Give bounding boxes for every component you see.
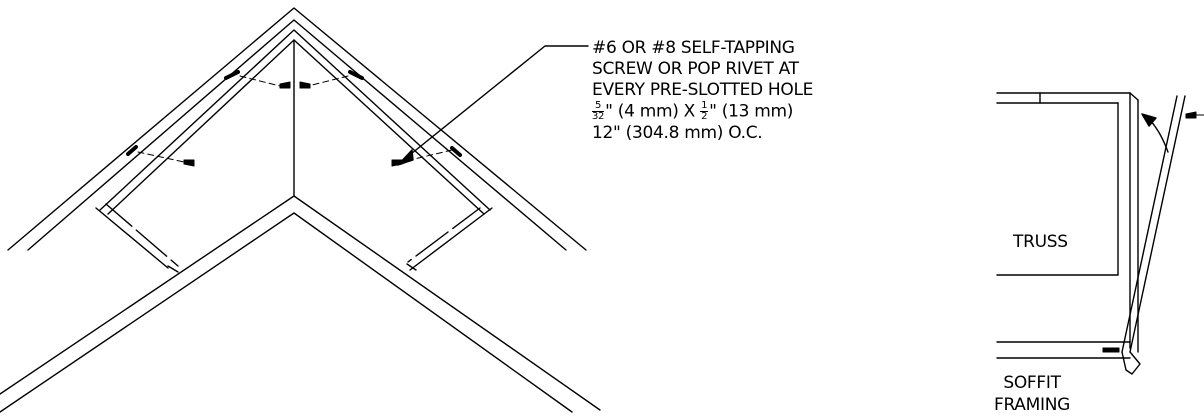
screw-icons <box>183 81 403 167</box>
corner-plan-view <box>0 7 601 413</box>
pre-slotted-holes <box>126 70 462 157</box>
screw-leaders <box>137 75 453 163</box>
outer-edge-lines <box>7 7 587 251</box>
swing-arrow <box>1141 113 1169 153</box>
fastener-note: #6 OR #8 SELF-TAPPING SCREW OR POP RIVET… <box>592 38 813 144</box>
soffit-framing-label: SOFFIT FRAMING <box>993 373 1070 415</box>
note-leader-arrow <box>397 45 589 166</box>
bottom-screw-icon <box>1102 347 1120 353</box>
top-screw-icon <box>1185 111 1204 119</box>
truss-lines <box>996 92 1131 276</box>
left-connector <box>95 203 179 269</box>
note-line-1: #6 OR #8 SELF-TAPPING <box>592 38 795 58</box>
soffit-trim-lines <box>0 195 601 413</box>
note-line-2: SCREW OR POP RIVET AT <box>592 59 799 79</box>
section-view <box>996 92 1204 375</box>
soffit-framing-lines <box>996 341 1131 359</box>
fascia-trim <box>1121 95 1186 375</box>
truss-label: TRUSS <box>1013 232 1068 252</box>
note-line-5: 12" (304.8 mm) O.C. <box>592 122 763 143</box>
right-connector <box>407 207 493 271</box>
note-line-3: EVERY PRE-SLOTTED HOLE <box>592 80 814 100</box>
fascia-lines <box>1129 92 1139 353</box>
